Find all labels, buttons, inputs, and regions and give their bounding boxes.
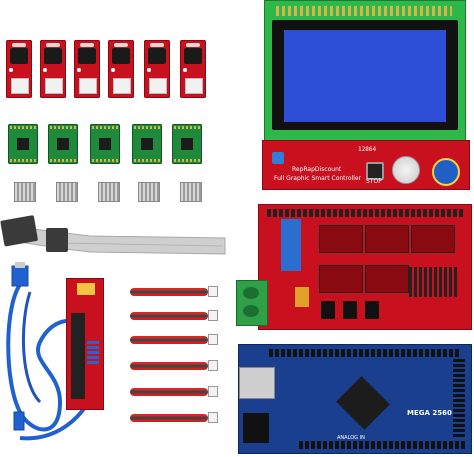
endstop-cable-plug-2 [208,310,218,321]
endstop-cable-6 [130,414,208,422]
stepper-socket-3 [411,225,455,253]
endstop-cable-plug-5 [208,386,218,397]
mosfet-3 [365,301,379,319]
rotary-encoder-knob[interactable] [392,156,420,184]
endstop-5 [144,40,170,98]
stepper-socket-1 [319,225,363,253]
ramps-board [258,204,472,330]
stop-label: STOP [366,178,382,185]
lcd-brand-label: RepRapDiscount [292,166,342,173]
ribbon-cable [0,215,226,255]
contrast-pot[interactable] [432,158,460,186]
stepper-driver-2 [48,124,78,164]
lcd-screen [284,30,446,122]
heatsink-2 [56,182,78,202]
buzzer [272,152,284,164]
stepper-socket-5 [365,265,409,293]
endstop-1 [6,40,32,98]
stepper-socket-4 [319,265,363,293]
endstop-cable-3 [130,336,208,344]
heatsink-1 [14,182,36,202]
endstop-3 [74,40,100,98]
mosfet-1 [321,301,335,319]
endstop-4 [108,40,134,98]
stepper-driver-3 [90,124,120,164]
adapter-header [71,313,85,399]
endstop-cable-5 [130,388,208,396]
dc-power-jack [243,413,269,443]
stepper-driver-4 [132,124,162,164]
endstop-cable-2 [130,312,208,320]
endstop-2 [40,40,66,98]
stepper-driver-1 [8,124,38,164]
microcontroller-chip [336,376,390,430]
stepper-socket-2 [365,225,409,253]
endstop-6 [180,40,206,98]
stop-button[interactable] [366,162,384,180]
mega-board-label: MEGA 2560 [407,409,452,417]
heatsink-5 [180,182,202,202]
lcd-model-label: 12864 [358,146,377,153]
lcd-controller: 12864 RepRapDiscount Full Graphic Smart … [262,0,470,190]
heatsink-4 [138,182,160,202]
mega-2560-board: MEGA 2560 ANALOG IN [238,344,472,454]
fuse [295,287,309,307]
lcd-product-label: Full Graphic Smart Controller [274,175,362,182]
endstop-cable-plug-3 [208,334,218,345]
mega-analog-label: ANALOG IN [337,435,365,441]
usb-b-port [239,367,275,399]
green-terminal-block [236,280,268,326]
power-connector [281,219,301,271]
heatsink-3 [98,182,120,202]
endstop-cable-1 [130,288,208,296]
endstop-cable-plug-4 [208,360,218,371]
adapter-board [66,278,104,410]
stepper-driver-5 [172,124,202,164]
endstop-cable-plug-1 [208,286,218,297]
mosfet-2 [343,301,357,319]
endstop-cable-plug-6 [208,412,218,423]
endstop-cable-4 [130,362,208,370]
